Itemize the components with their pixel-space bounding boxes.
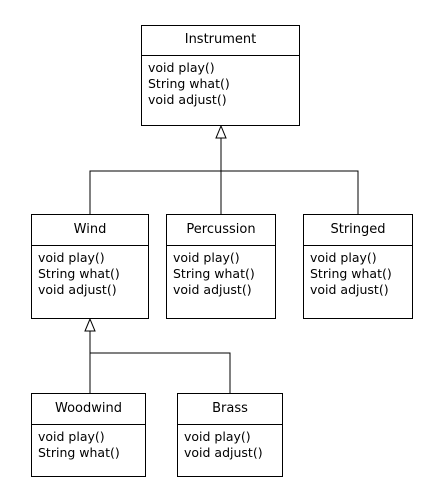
connector-stringed bbox=[221, 170, 359, 214]
class-woodwind-name: Woodwind bbox=[32, 394, 145, 425]
class-percussion-method: void play() bbox=[173, 250, 240, 265]
class-instrument: Instrument void play() String what() voi… bbox=[141, 25, 300, 126]
class-stringed-method: void adjust() bbox=[310, 282, 389, 297]
class-brass: Brass void play() void adjust() bbox=[177, 393, 283, 477]
class-woodwind-method: void play() bbox=[38, 429, 105, 444]
inheritance-arrowhead-wind bbox=[84, 317, 96, 332]
class-stringed-method: void play() bbox=[310, 250, 377, 265]
class-brass-method: void play() bbox=[184, 429, 251, 444]
class-instrument-method: void adjust() bbox=[148, 92, 227, 107]
class-instrument-method: void play() bbox=[148, 60, 215, 75]
class-wind-methods: void play() String what() void adjust() bbox=[32, 246, 148, 298]
class-percussion-method: String what() bbox=[173, 266, 255, 281]
class-woodwind: Woodwind void play() String what() bbox=[31, 393, 146, 477]
class-woodwind-methods: void play() String what() bbox=[32, 425, 145, 461]
class-brass-methods: void play() void adjust() bbox=[178, 425, 282, 461]
class-stringed-name: Stringed bbox=[304, 215, 412, 246]
class-wind-method: void play() bbox=[38, 250, 105, 265]
class-wind: Wind void play() String what() void adju… bbox=[31, 214, 149, 319]
inheritance-arrowhead-instrument bbox=[215, 124, 227, 139]
class-instrument-methods: void play() String what() void adjust() bbox=[142, 56, 299, 108]
connector-brass bbox=[90, 352, 231, 393]
class-percussion-method: void adjust() bbox=[173, 282, 252, 297]
class-wind-name: Wind bbox=[32, 215, 148, 246]
class-percussion: Percussion void play() String what() voi… bbox=[166, 214, 276, 319]
class-wind-method: void adjust() bbox=[38, 282, 117, 297]
class-stringed-methods: void play() String what() void adjust() bbox=[304, 246, 412, 298]
class-stringed-method: String what() bbox=[310, 266, 392, 281]
class-stringed: Stringed void play() String what() void … bbox=[303, 214, 413, 319]
connector-wind bbox=[89, 170, 221, 214]
class-percussion-methods: void play() String what() void adjust() bbox=[167, 246, 275, 298]
class-brass-name: Brass bbox=[178, 394, 282, 425]
class-brass-method: void adjust() bbox=[184, 445, 263, 460]
class-instrument-method: String what() bbox=[148, 76, 230, 91]
class-wind-method: String what() bbox=[38, 266, 120, 281]
class-instrument-name: Instrument bbox=[142, 26, 299, 56]
class-woodwind-method: String what() bbox=[38, 445, 120, 460]
class-percussion-name: Percussion bbox=[167, 215, 275, 246]
